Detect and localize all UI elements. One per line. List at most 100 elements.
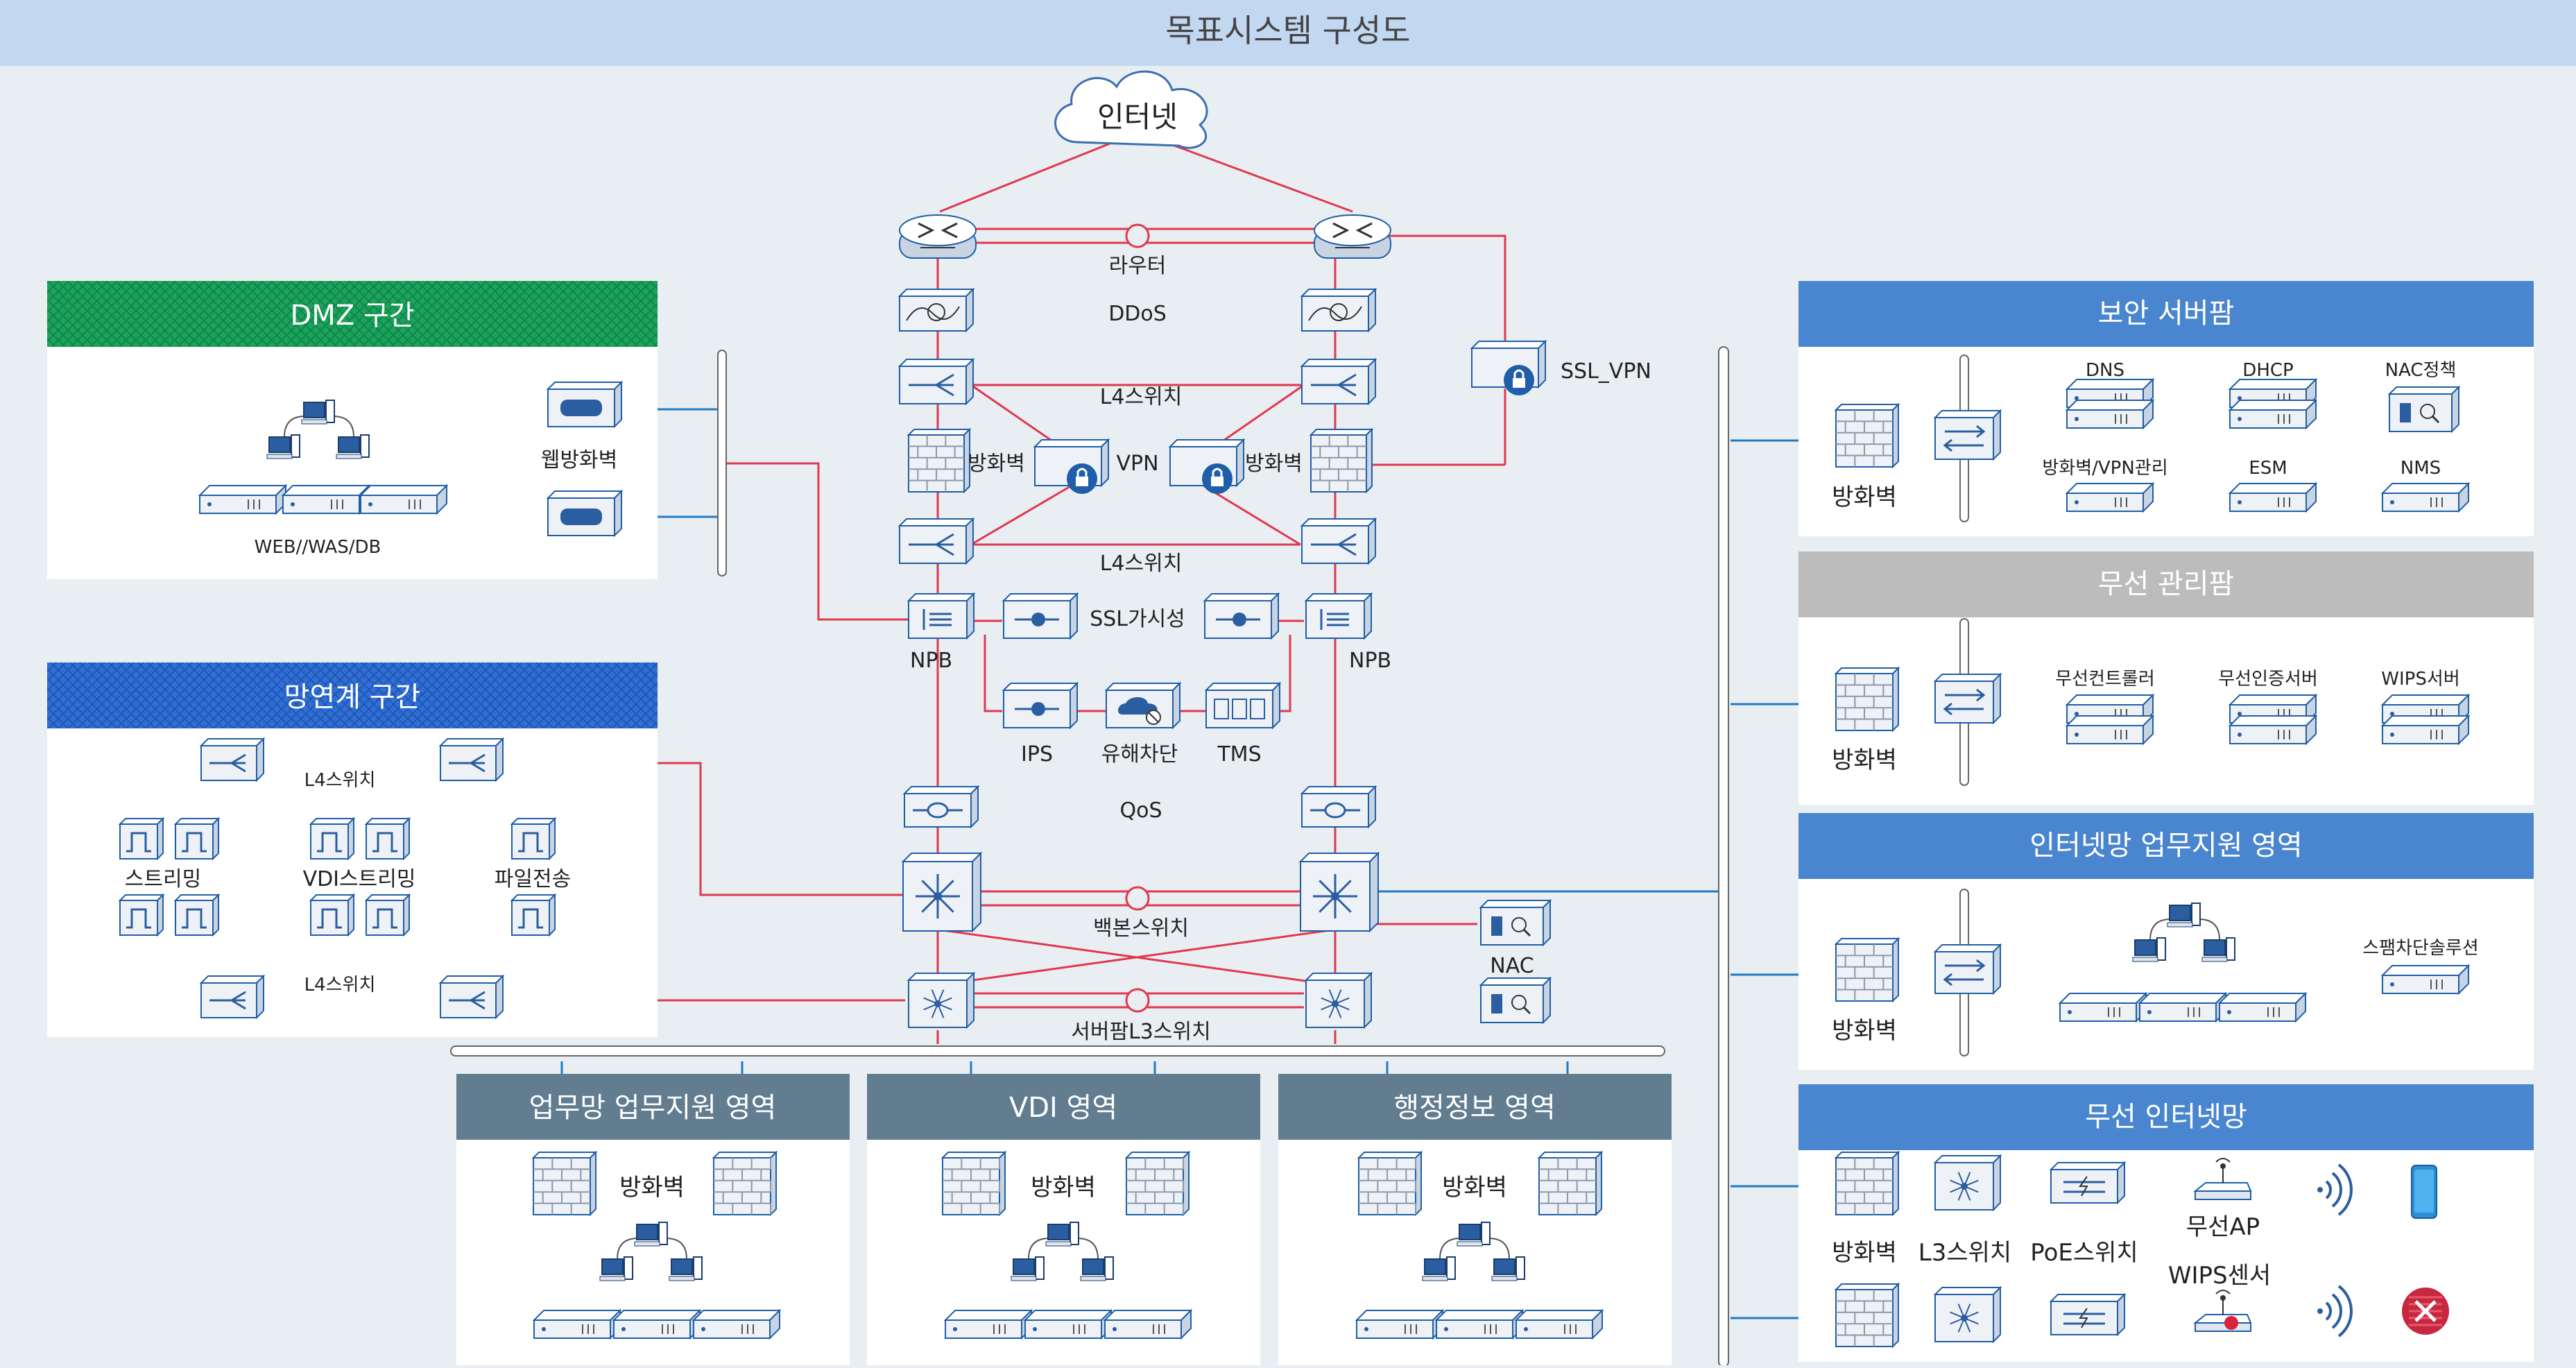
- bottom-zone-1-pc-cluster-icon: [599, 1222, 703, 1281]
- ddos-left-icon: [898, 287, 975, 333]
- bottom-main-bus: [450, 1045, 1665, 1057]
- backbone-label: 백본스위치: [1093, 916, 1189, 941]
- security-nac-policy-icon: [2387, 385, 2461, 434]
- security-farm-header: 보안 서버팜: [2098, 298, 2235, 330]
- security-dhcp-label: DHCP: [2242, 360, 2293, 381]
- link-l4-top-label: L4스위치: [304, 770, 376, 791]
- bottom-zone-3-firewall-right-icon: [1537, 1150, 1604, 1217]
- security-nms-icon: [2380, 481, 2471, 513]
- wireless-poe-bottom-icon: [2049, 1292, 2127, 1337]
- link-header-bar: [47, 662, 658, 728]
- npb-right-label: NPB: [1349, 649, 1391, 673]
- ddos-right-icon: [1300, 287, 1377, 333]
- security-dns-icon-bottom: [2065, 398, 2155, 430]
- link-device-2-icon: [173, 816, 221, 861]
- link-l4-top-left-icon: [199, 737, 266, 783]
- nac-label: NAC: [1490, 954, 1534, 978]
- security-farm-switch-icon: [1933, 409, 2002, 461]
- waf-top-icon: [546, 380, 624, 429]
- link-device-4-icon: [364, 816, 411, 861]
- vdi-streaming-label: VDI스트리밍: [303, 867, 416, 891]
- wireless-controller-label: 무선컨트롤러: [2055, 669, 2155, 690]
- security-farm-firewall-icon: [1834, 402, 1900, 469]
- link-l4-bottom-left-icon: [199, 974, 266, 1020]
- security-esm-icon: [2228, 481, 2318, 513]
- router-left-icon: [899, 214, 977, 259]
- streaming-label: 스트리밍: [125, 867, 201, 891]
- harmful-block-label: 유해차단: [1101, 742, 1178, 767]
- dmz-header-bar: [47, 281, 658, 347]
- link-device-5-icon: [510, 816, 557, 861]
- zone-admin-info-header: 행정정보 영역: [1393, 1092, 1556, 1124]
- bottom-zone-3-server-2-icon: [1434, 1308, 1525, 1340]
- wireless-firewall-top-icon: [1834, 1150, 1900, 1217]
- npb-right-icon: [1304, 592, 1373, 640]
- smartphone-icon: [2411, 1165, 2437, 1219]
- internet-support-server-2-icon: [2138, 991, 2228, 1023]
- l4-bottom-left-icon: [898, 517, 975, 565]
- dmz-pc-cluster-icon: [266, 400, 370, 459]
- firewall-left-label: 방화벽: [968, 452, 1025, 476]
- wireless-mgmt-header: 무선 관리팜: [2098, 568, 2235, 600]
- serverfarm-l3-right-icon: [1304, 971, 1373, 1029]
- security-farm-header-bar: [1798, 281, 2534, 347]
- vpn-label: VPN: [1116, 452, 1158, 476]
- bottom-zone-1-server-2-icon: [612, 1308, 702, 1340]
- title-bar: [0, 0, 2576, 66]
- serverfarm-l3-label: 서버팜L3스위치: [1071, 1020, 1210, 1044]
- wireless-l3-label: L3스위치: [1918, 1239, 2011, 1267]
- wireless-l3-bottom-icon: [1933, 1285, 2002, 1344]
- zone-admin-info-header-bar: [1278, 1074, 1672, 1140]
- router-link-ring: [1125, 223, 1150, 248]
- security-farm-firewall: 방화벽: [1832, 484, 1897, 511]
- nac-bottom-icon: [1479, 976, 1552, 1025]
- ssl-visibility-right-icon: [1203, 592, 1280, 640]
- bottom-zone-3-firewall-left-icon: [1357, 1150, 1423, 1217]
- router-right-icon: [1314, 214, 1391, 259]
- bottom-zone-3-server-3-icon: [1514, 1308, 1604, 1340]
- ssl-vpn-label: SSL_VPN: [1561, 359, 1651, 384]
- dmz-waf-label: 웹방화벽: [541, 448, 617, 472]
- internet-support-header: 인터넷망 업무지원 영역: [2029, 830, 2302, 862]
- wireless-l3-top-icon: [1933, 1154, 2002, 1212]
- wireless-ap-icon: [2193, 1158, 2252, 1200]
- bottom-zone-1-server-3-icon: [692, 1308, 782, 1340]
- ssl-visibility-label: SSL가시성: [1090, 607, 1185, 631]
- nac-top-icon: [1479, 898, 1552, 947]
- bottom-zone-1-server-1-icon: [532, 1308, 622, 1340]
- bottom-zone-1-firewall-right-icon: [712, 1150, 778, 1217]
- wireless-internet-header-bar: [1798, 1084, 2534, 1150]
- wireless-auth-icon-bottom: [2228, 714, 2318, 746]
- link-device-9-icon: [364, 893, 411, 937]
- zone-vdi-header: VDI 영역: [1009, 1092, 1117, 1124]
- link-l4-top-right-icon: [438, 737, 505, 783]
- wireless-wips-label: WIPS센서: [2168, 1262, 2271, 1290]
- security-esm-label: ESM: [2249, 458, 2287, 479]
- tms-icon: [1204, 681, 1282, 730]
- dmz-server-3-icon: [359, 484, 449, 515]
- wireless-firewall-bottom-icon: [1834, 1282, 1900, 1349]
- link-device-6-icon: [118, 893, 165, 937]
- internet-support-firewall-icon: [1834, 937, 1900, 1003]
- wireless-mgmt-switch-icon: [1933, 672, 2002, 725]
- link-device-10-icon: [510, 893, 557, 937]
- security-nms-label: NMS: [2401, 458, 2441, 479]
- internet-support-firewall: 방화벽: [1832, 1017, 1897, 1045]
- dmz-header: DMZ 구간: [290, 300, 414, 332]
- router-label: 라우터: [1109, 254, 1167, 278]
- bottom-zone-2-firewall-left-icon: [941, 1150, 1007, 1217]
- zone-work-support-header: 업무망 업무지원 영역: [529, 1092, 777, 1124]
- bottom-zone-2-server-2-icon: [1023, 1308, 1113, 1340]
- security-dhcp-icon-bottom: [2228, 398, 2318, 430]
- link-l4-bottom-right-icon: [438, 974, 505, 1020]
- npb-left-icon: [907, 592, 976, 640]
- devices-layer: [118, 214, 2471, 1349]
- tms-label: TMS: [1217, 742, 1261, 767]
- page-title: 목표시스템 구성도: [1165, 12, 1410, 49]
- ssl-vpn-icon: [1470, 339, 1547, 395]
- dmz-servers-label: WEB//WAS/DB: [255, 537, 381, 558]
- zone-work-support-header-bar: [456, 1074, 850, 1140]
- l4-bottom-label: L4스위치: [1100, 552, 1183, 576]
- link-device-7-icon: [173, 893, 221, 937]
